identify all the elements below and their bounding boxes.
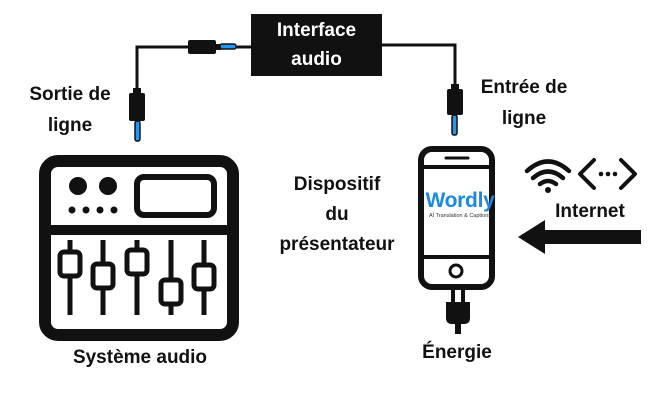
entree-label-line-2: ligne bbox=[501, 108, 547, 129]
power-plug-icon bbox=[446, 290, 470, 334]
code-icon bbox=[578, 158, 637, 190]
wordly-logo-tagline: AI Translation & Captions bbox=[428, 213, 492, 219]
interface-label-line-2: audio bbox=[291, 49, 342, 70]
wordly-logo-name: Wordly bbox=[425, 189, 495, 212]
audio-jack-icon bbox=[447, 84, 463, 136]
smartphone-icon bbox=[418, 146, 495, 290]
presenter-label: Dispositif du présentateur bbox=[272, 170, 402, 260]
energie-label: Énergie bbox=[422, 342, 492, 363]
cable-right bbox=[382, 43, 457, 86]
audio-jack-icon bbox=[129, 88, 145, 142]
audio-jack-icon bbox=[188, 40, 237, 54]
sortie-label: Sortie de ligne bbox=[22, 79, 118, 141]
audio-interface-box: Interface audio bbox=[251, 14, 382, 76]
presenter-label-line-3: présentateur bbox=[279, 234, 395, 255]
entree-label-line-1: Entrée de bbox=[480, 77, 568, 98]
arrow-left-icon bbox=[518, 220, 641, 254]
systeme-audio-label: Système audio bbox=[72, 347, 208, 368]
internet-label: Internet bbox=[555, 201, 625, 222]
wifi-icon bbox=[524, 159, 572, 193]
mixer-icon bbox=[39, 155, 239, 341]
presenter-label-line-1: Dispositif bbox=[293, 174, 381, 195]
entree-label: Entrée de ligne bbox=[472, 72, 576, 134]
sortie-label-line-2: ligne bbox=[47, 115, 93, 136]
sortie-label-line-1: Sortie de bbox=[29, 84, 111, 105]
interface-label-line-1: Interface bbox=[276, 20, 357, 41]
wordly-logo: Wordly AI Translation & Captions bbox=[425, 190, 495, 224]
presenter-label-line-2: du bbox=[325, 204, 349, 225]
